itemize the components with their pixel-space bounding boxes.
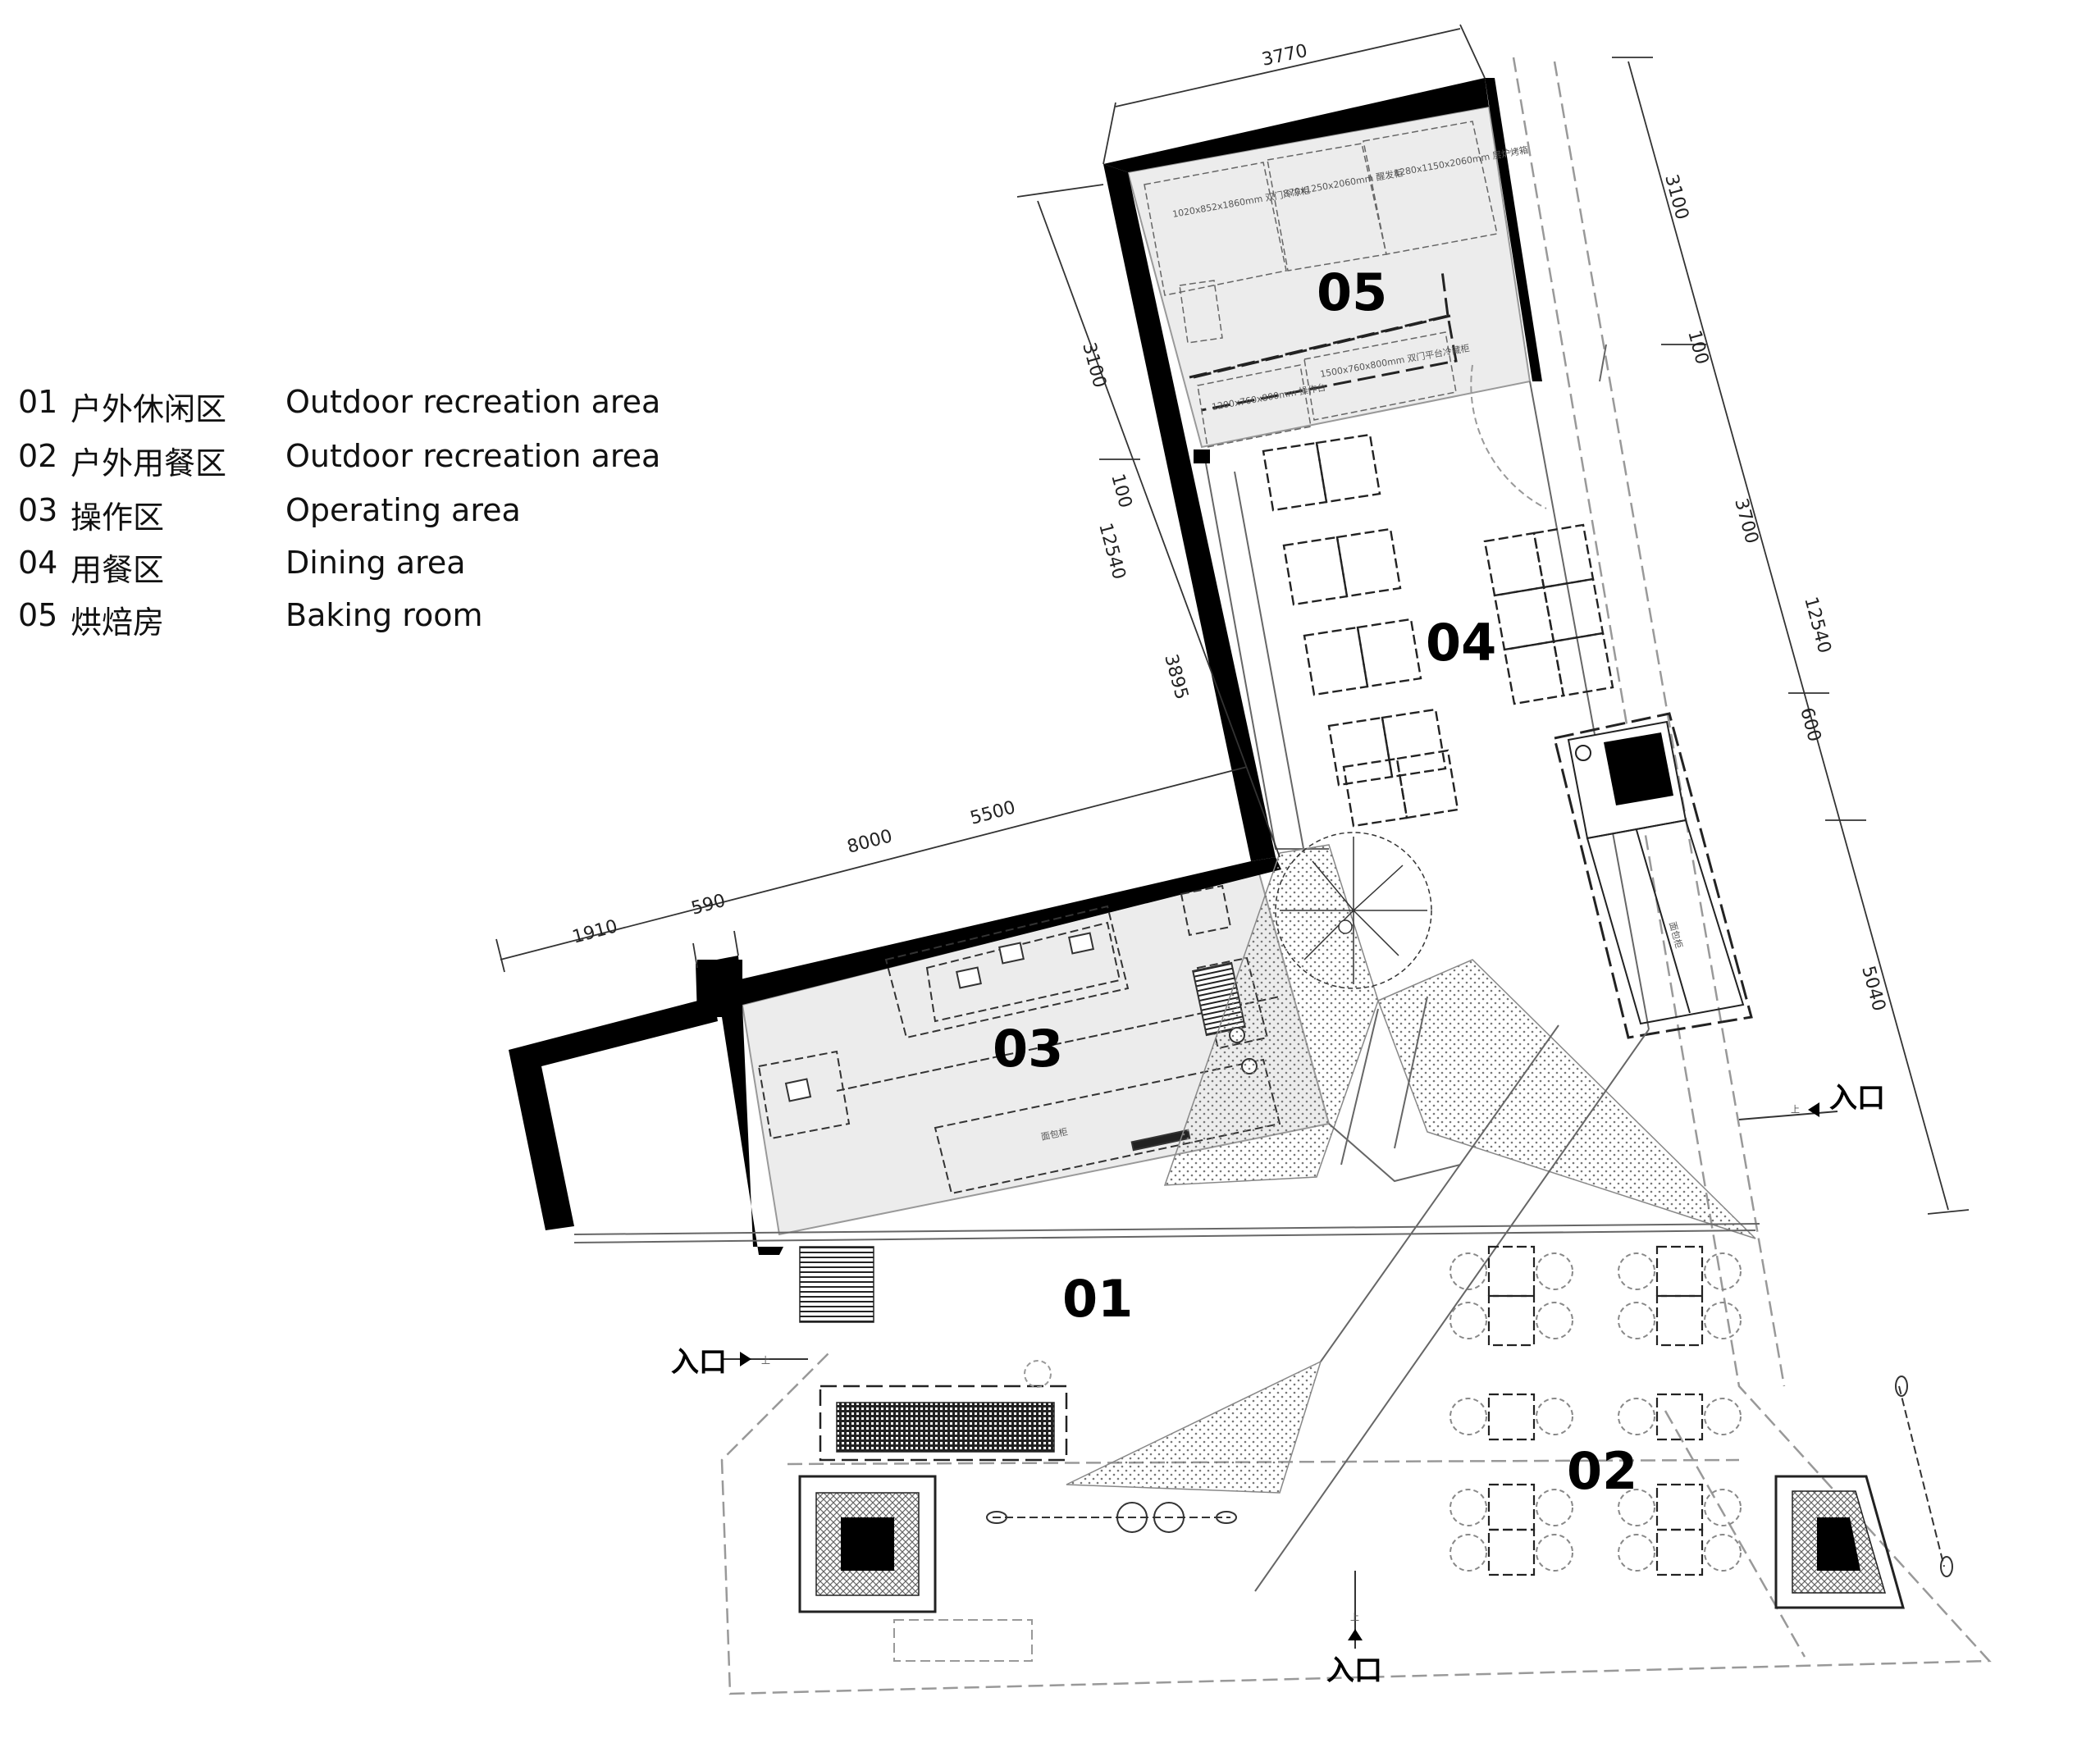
dimension-label: 1910 <box>570 916 620 948</box>
outdoor-stools <box>1449 1252 1742 1572</box>
dimension-label: 3700 <box>1730 496 1762 546</box>
column <box>697 960 742 1009</box>
tree-icon <box>1275 832 1432 989</box>
legend-chinese-label: 户外用餐区 <box>71 445 227 481</box>
dimension-label: 12540 <box>1094 521 1129 582</box>
planter-dotted <box>1163 844 1379 1186</box>
legend-english-label: Outdoor recreation area <box>285 438 661 474</box>
room-number-05: 05 <box>1317 262 1387 322</box>
legend-chinese-label: 用餐区 <box>71 552 165 588</box>
entrance-bottom: 上 入口 <box>1326 1571 1382 1687</box>
bike-rack <box>986 1502 1237 1533</box>
legend-chinese-label: 烘焙房 <box>71 604 165 641</box>
door-swing <box>1470 364 1547 509</box>
dimension-label: 590 <box>689 891 728 919</box>
legend-number: 05 <box>18 597 58 633</box>
dining-tables <box>1262 433 1614 828</box>
site-paths <box>573 996 1760 1592</box>
dimension-label: 12540 <box>1800 595 1834 655</box>
entrance-label: 入口 <box>1829 1082 1885 1115</box>
bench-outline <box>893 1619 1033 1662</box>
entrance-arrow-icon <box>740 1352 751 1366</box>
bollard <box>1024 1360 1052 1388</box>
planter-box-right <box>1774 1475 1905 1609</box>
entrance-right: 上 入口 <box>1738 1082 1885 1120</box>
step-mark: 上 <box>1791 1104 1800 1115</box>
outdoor-counter <box>1553 712 1753 1039</box>
entrance-label: 入口 <box>671 1346 727 1379</box>
dimension-label: 5500 <box>968 797 1018 829</box>
room-number-04: 04 <box>1426 613 1496 673</box>
entrance-arrow-icon <box>1348 1629 1363 1640</box>
room-number-03: 03 <box>993 1019 1063 1079</box>
legend-english-label: Outdoor recreation area <box>285 384 661 420</box>
legend-number: 03 <box>18 492 58 528</box>
legend-chinese-label: 户外休闲区 <box>71 391 227 427</box>
dimension-label: 8000 <box>845 826 895 858</box>
entrance-label: 入口 <box>1326 1654 1382 1687</box>
legend-number: 01 <box>18 384 58 420</box>
bench-seat <box>836 1402 1055 1453</box>
room-number-01: 01 <box>1062 1269 1133 1329</box>
dimension-label: 3895 <box>1160 652 1192 702</box>
dimension-label: 3100 <box>1078 340 1110 390</box>
dimension-label: 100 <box>1683 328 1712 367</box>
operating-fixtures <box>784 932 1258 1152</box>
dimension-label: 3100 <box>1660 172 1692 222</box>
legend-number: 02 <box>18 438 58 474</box>
legend-english-label: Baking room <box>285 597 483 633</box>
legend-chinese-label: 操作区 <box>71 500 165 536</box>
dimension-label: 5040 <box>1857 964 1889 1014</box>
entrance-arrow-icon <box>1808 1102 1819 1117</box>
exterior-walls <box>509 78 1542 1255</box>
outdoor-tables <box>1487 1245 1704 1576</box>
room-number-02: 02 <box>1567 1441 1637 1501</box>
baking-room-partition <box>1189 270 1458 412</box>
entrance-steps <box>799 1246 874 1323</box>
planter-box-left <box>798 1475 937 1613</box>
bench <box>819 1385 1068 1462</box>
dimension-label: 600 <box>1796 705 1824 744</box>
paving-triangle-dotted <box>1066 1360 1322 1494</box>
dimension-label: 100 <box>1107 472 1135 510</box>
bike-rack-right <box>1895 1375 1953 1577</box>
step-mark: 上 <box>761 1355 770 1366</box>
legend-number: 04 <box>18 545 58 581</box>
legend-english-label: Dining area <box>285 545 466 581</box>
paving-triangle-dotted <box>1377 959 1756 1239</box>
entrance-left: 上 入口 <box>671 1346 808 1379</box>
baking-room-equipment <box>1144 121 1498 448</box>
dimension-lines <box>495 24 1970 1215</box>
dining-area-outline <box>1205 344 1650 1030</box>
legend-english-label: Operating area <box>285 492 521 528</box>
dimension-label: 3770 <box>1260 41 1309 71</box>
step-mark: 上 <box>1350 1612 1359 1622</box>
